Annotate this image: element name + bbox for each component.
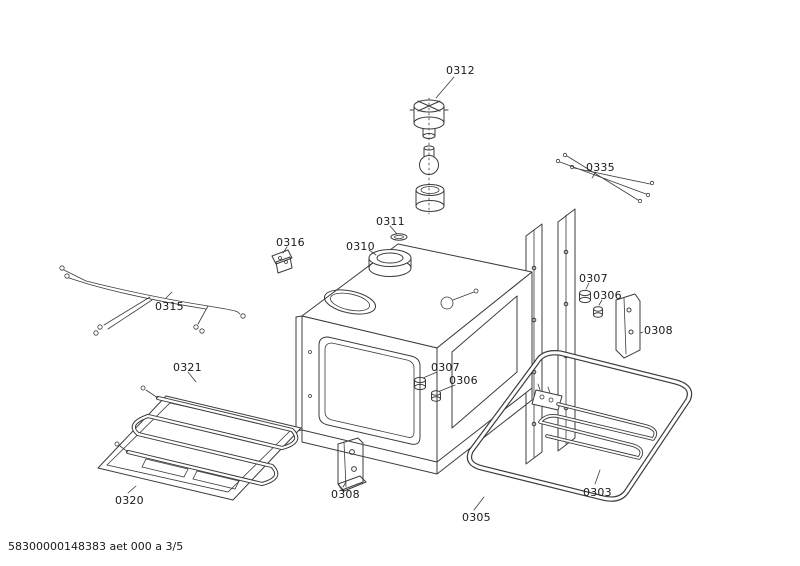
document-number: 58300000148383 aet 000 a 3/5 — [8, 540, 184, 553]
part-label-0308-center: 0308 — [331, 488, 360, 501]
part-0308-bracket-center — [337, 437, 367, 492]
part-0321-heating-element-top — [114, 385, 299, 487]
part-label-0311: 0311 — [376, 215, 405, 228]
part-0311-gasket-ring — [390, 233, 408, 241]
part-label-0320: 0320 — [115, 494, 144, 507]
leader-lines — [127, 76, 644, 511]
part-0315-wiring-harness — [59, 265, 246, 336]
part-0310-lamp-housing — [368, 249, 412, 277]
part-label-0307-center: 0307 — [431, 361, 460, 374]
part-label-0305: 0305 — [462, 511, 491, 524]
part-label-0307-right: 0307 — [579, 272, 608, 285]
part-label-0321: 0321 — [173, 361, 202, 374]
part-0335-wiring-harness — [555, 152, 655, 204]
part-0305-outer-heating-element — [466, 350, 693, 502]
part-label-0312: 0312 — [446, 64, 475, 77]
part-0307-spacer-right — [579, 289, 591, 304]
part-label-0306-center: 0306 — [449, 374, 478, 387]
part-label-0308-right: 0308 — [644, 324, 673, 337]
part-label-0335: 0335 — [586, 161, 615, 174]
part-label-0306-right: 0306 — [593, 289, 622, 302]
part-0316-switch-bracket — [271, 249, 293, 274]
oven-cavity — [295, 243, 533, 475]
part-0306-spacer-center — [431, 390, 441, 402]
part-0306-spacer-right — [593, 306, 603, 318]
part-label-0316: 0316 — [276, 236, 305, 249]
part-0303-heating-element — [531, 383, 658, 460]
part-label-0303: 0303 — [583, 486, 612, 499]
part-0308-bracket-right — [615, 293, 641, 359]
part-0312-lamp-assembly — [409, 97, 449, 215]
part-label-0310: 0310 — [346, 240, 375, 253]
part-label-0315: 0315 — [155, 300, 184, 313]
part-0307-spacer-center — [414, 376, 426, 391]
